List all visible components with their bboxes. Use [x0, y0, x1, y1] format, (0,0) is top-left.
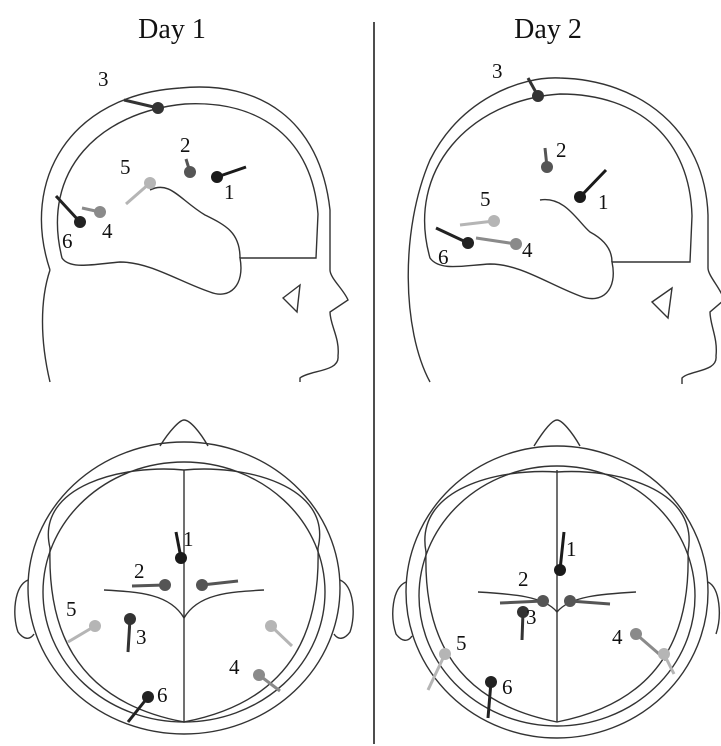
dipole-6-label: 6	[502, 675, 513, 699]
dipole-4	[94, 206, 106, 218]
dipole-5b	[658, 648, 670, 660]
day1-sagittal-dipoles: 1 2 3 4 5 6	[56, 67, 246, 253]
day1-axial-head	[15, 420, 353, 734]
dipole-2	[541, 161, 553, 173]
dipole-3	[152, 102, 164, 114]
dipole-4-label: 4	[612, 625, 623, 649]
dipole-1-label: 1	[598, 190, 609, 214]
day2-sagittal-head	[408, 78, 721, 384]
dipole-6-label: 6	[438, 245, 449, 269]
dipole-4-stem	[476, 238, 516, 244]
dipole-3-label: 3	[136, 625, 147, 649]
dipole-5	[144, 177, 156, 189]
dipole-1	[211, 171, 223, 183]
dipole-4	[510, 238, 522, 250]
dipole-5-label: 5	[480, 187, 491, 211]
dipole-1	[554, 564, 566, 576]
dipole-3-label: 3	[526, 605, 537, 629]
dipole-5a	[89, 620, 101, 632]
dipole-2	[184, 166, 196, 178]
dipole-2-label: 2	[134, 559, 145, 583]
day2-axial-dipoles: 1 2 3 4 5 6	[428, 532, 674, 718]
day1-sagittal-head	[41, 87, 348, 382]
dipole-4-label: 4	[229, 655, 240, 679]
dipole-5-label: 5	[456, 631, 467, 655]
dipole-2b	[564, 595, 576, 607]
dipole-1-label: 1	[224, 180, 235, 204]
dipole-4-label: 4	[102, 219, 113, 243]
dipole-6-label: 6	[157, 683, 168, 707]
dipole-3	[124, 613, 136, 625]
dipole-5b	[265, 620, 277, 632]
dipole-2b-stem	[570, 601, 610, 604]
dipole-4	[630, 628, 642, 640]
dipole-1	[574, 191, 586, 203]
dipole-2-label: 2	[518, 567, 529, 591]
dipole-6	[74, 216, 86, 228]
dipole-4	[253, 669, 265, 681]
dipole-1	[175, 552, 187, 564]
day2-title: Day 2	[514, 14, 582, 45]
dipole-6-label: 6	[62, 229, 73, 253]
dipole-2-label: 2	[556, 138, 567, 162]
dipole-6	[142, 691, 154, 703]
dipole-1-label: 1	[183, 527, 194, 551]
dipole-5-label: 5	[120, 155, 131, 179]
dipole-2a	[537, 595, 549, 607]
day2-sagittal-dipoles: 1 2 3 4 5 6	[436, 59, 609, 269]
dipole-6	[485, 676, 497, 688]
day1-title: Day 1	[138, 14, 206, 45]
dipole-1-label: 1	[566, 537, 577, 561]
dipole-5	[488, 215, 500, 227]
day2-axial-head	[393, 420, 719, 738]
dipole-3	[532, 90, 544, 102]
dipole-6	[462, 237, 474, 249]
dipole-2b	[196, 579, 208, 591]
dipole-5a	[439, 648, 451, 660]
dipole-3-label: 3	[98, 67, 109, 91]
dipole-5-label: 5	[66, 597, 77, 621]
dipole-2a-stem	[500, 601, 543, 603]
dipole-3-label: 3	[492, 59, 503, 83]
dipole-2a	[159, 579, 171, 591]
dipole-2-label: 2	[180, 133, 191, 157]
dipole-4-label: 4	[522, 238, 533, 262]
